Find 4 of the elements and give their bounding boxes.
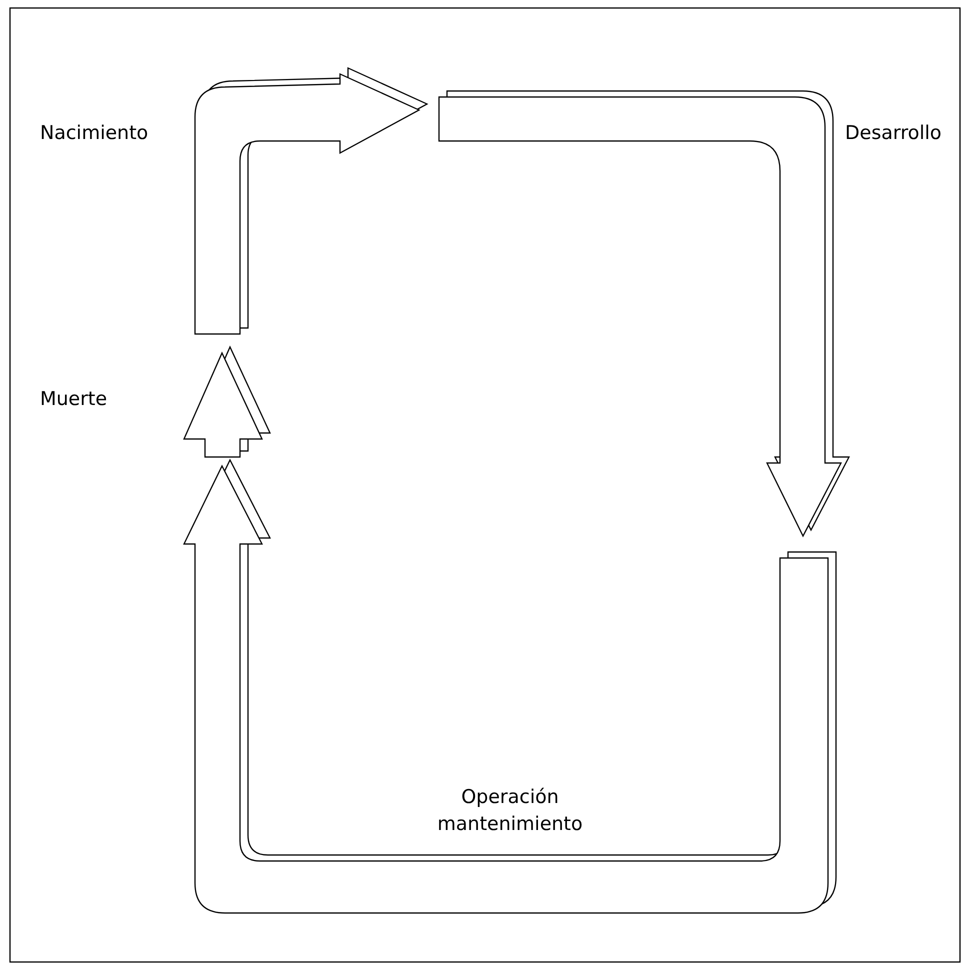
phase-label: Nacimiento (40, 121, 150, 146)
phase-label: Operación mantenimiento (436, 785, 584, 837)
phase-label: Muerte (40, 387, 108, 412)
phase-label: Desarrollo (845, 121, 943, 146)
